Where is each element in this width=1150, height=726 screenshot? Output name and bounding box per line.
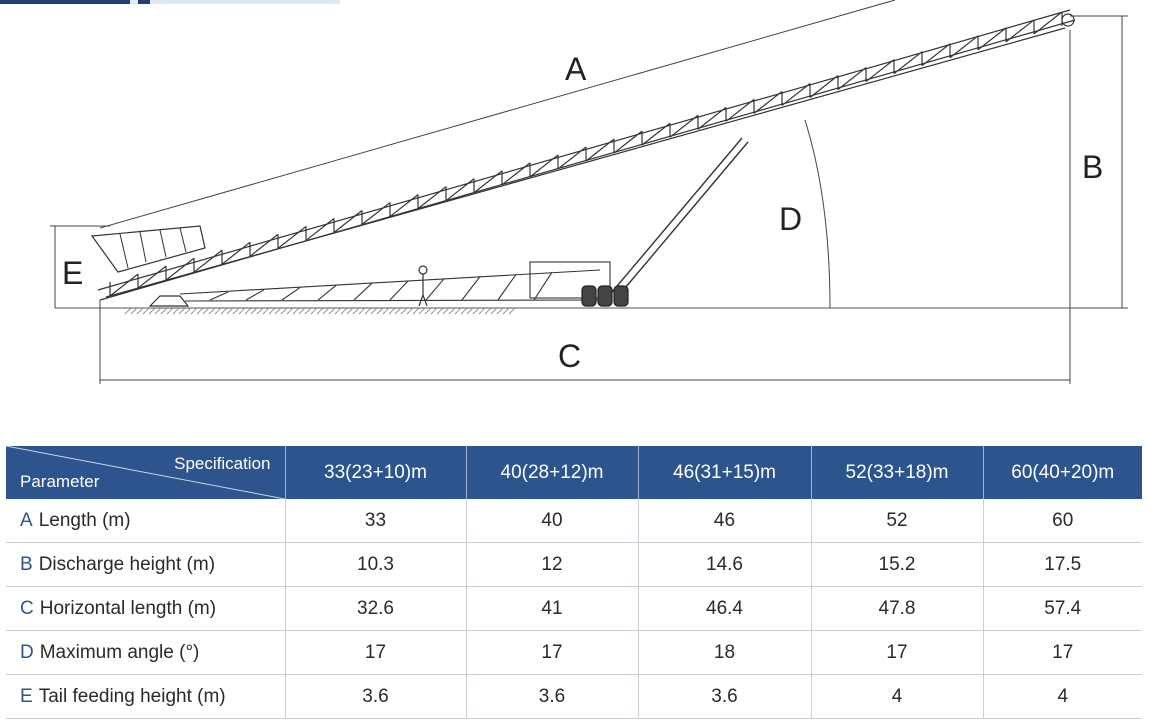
header-accent-dark: [0, 0, 130, 4]
column-header: 52(33+18)m: [811, 446, 984, 499]
value-cell: 4: [811, 674, 984, 719]
column-header: 40(28+12)m: [466, 446, 639, 499]
ground-hatch: [124, 307, 516, 315]
column-header: 46(31+15)m: [638, 446, 812, 499]
parameter-name: Horizontal length (m): [39, 597, 217, 619]
column-header: 33(23+10)m: [285, 446, 467, 499]
value-cell: 52: [811, 499, 984, 543]
dimension-a-line: [99, 0, 896, 229]
value-cell: 15.2: [811, 542, 984, 587]
value-cell: 17: [466, 630, 639, 675]
head-pulley: [1061, 13, 1075, 27]
parameter-letter: A: [20, 509, 33, 531]
parameter-name: Tail feeding height (m): [38, 685, 226, 707]
parameter-name: Maximum angle (°): [39, 641, 200, 663]
label-d: D: [779, 201, 802, 237]
value-cell: 3.6: [285, 674, 467, 719]
value-cell: 18: [638, 630, 812, 675]
value-cell: 3.6: [638, 674, 812, 719]
corner-parameter-label: Parameter: [20, 472, 100, 491]
value-cell: 17.5: [983, 542, 1142, 587]
parameter-letter: D: [20, 641, 34, 663]
person-figure: [418, 265, 428, 307]
hopper-ribs: [119, 227, 187, 269]
value-cell: 40: [466, 499, 639, 543]
value-cell: 14.6: [638, 542, 812, 587]
value-cell: 4: [983, 674, 1142, 719]
label-e: E: [62, 255, 83, 291]
value-cell: 46: [638, 499, 812, 543]
parameter-letter: B: [20, 553, 33, 575]
value-cell: 17: [811, 630, 984, 675]
header-accent-mark: [138, 0, 150, 4]
corner-specification-label: Specification: [174, 454, 271, 473]
value-cell: 60: [983, 499, 1142, 543]
label-a: A: [565, 51, 587, 87]
value-cell: 17: [285, 630, 467, 675]
value-cell: 10.3: [285, 542, 467, 587]
value-cell: 46.4: [638, 586, 812, 631]
value-cell: 47.8: [811, 586, 984, 631]
value-cell: 3.6: [466, 674, 639, 719]
chassis-truss: [179, 261, 611, 302]
label-b: B: [1082, 149, 1103, 185]
value-cell: 57.4: [983, 586, 1142, 631]
value-cell: 32.6: [285, 586, 467, 631]
value-cell: 41: [466, 586, 639, 631]
dimension-d-arc: [804, 119, 831, 309]
column-header: 60(40+20)m: [983, 446, 1142, 499]
value-cell: 33: [285, 499, 467, 543]
feed-hopper: [90, 225, 206, 273]
table-header-row: Specification Parameter 33(23+10)m 40(28…: [6, 446, 1142, 499]
wheel-assembly: [581, 285, 629, 307]
header-accent-bar: [0, 0, 340, 4]
corner-diagonal: [6, 446, 285, 499]
tail-support: [148, 295, 190, 307]
hydraulic-strut: [611, 137, 749, 295]
parameter-letter: C: [20, 597, 34, 619]
specification-table: Specification Parameter 33(23+10)m 40(28…: [6, 446, 1142, 719]
parameter-letter: E: [20, 685, 33, 707]
label-c: C: [558, 338, 581, 374]
conveyor-diagram: A B C D E: [50, 0, 1128, 384]
table-corner-cell: Specification Parameter: [6, 446, 286, 499]
parameter-name: Length (m): [38, 509, 131, 531]
conveyor-boom: [97, 9, 1076, 301]
value-cell: 17: [983, 630, 1142, 675]
value-cell: 12: [466, 542, 639, 587]
parameter-name: Discharge height (m): [38, 553, 216, 575]
